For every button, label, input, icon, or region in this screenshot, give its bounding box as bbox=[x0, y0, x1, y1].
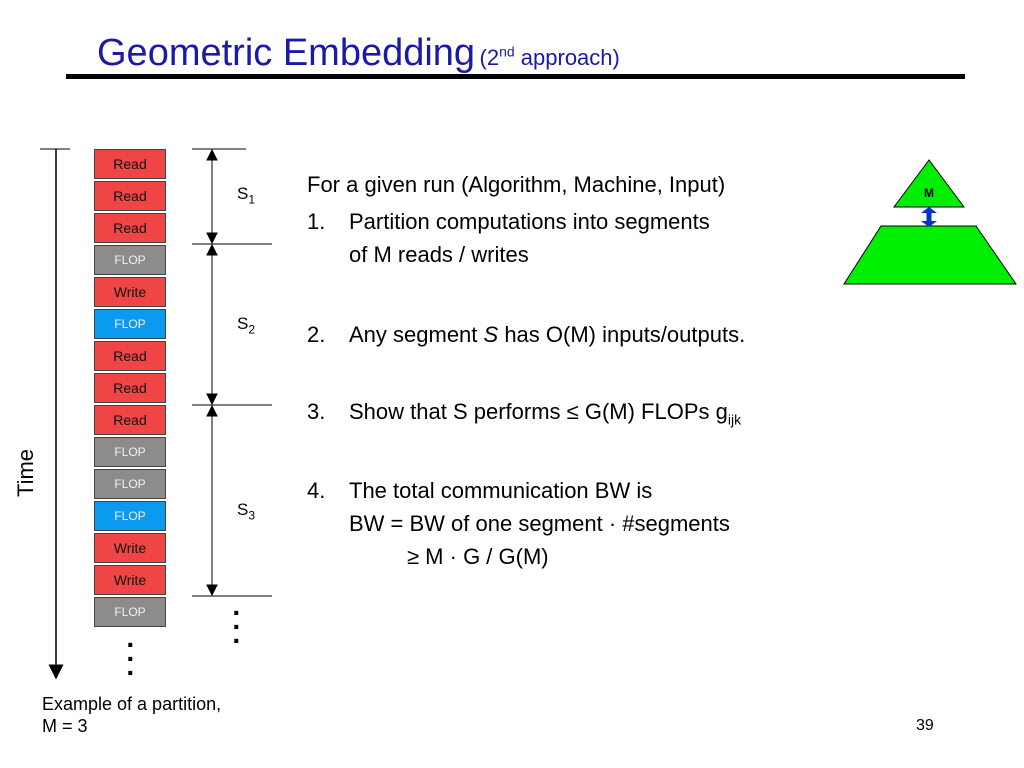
stack-op-write: Write bbox=[94, 533, 166, 563]
stack-op-read: Read bbox=[94, 405, 166, 435]
partition-caption: Example of a partition, M = 3 bbox=[42, 694, 222, 736]
stack-op-flop: FLOP bbox=[94, 597, 166, 627]
stack-op-flop: FLOP bbox=[94, 501, 166, 531]
stack-op-flop: FLOP bbox=[94, 469, 166, 499]
stack-op-read: Read bbox=[94, 341, 166, 371]
stack-op-flop: FLOP bbox=[94, 245, 166, 275]
pyramid-label-m: M bbox=[924, 186, 934, 200]
stack-op-read: Read bbox=[94, 373, 166, 403]
continuation-dots-stack: ··· bbox=[126, 629, 136, 688]
stack-op-read: Read bbox=[94, 149, 166, 179]
stack-op-read: Read bbox=[94, 181, 166, 211]
segment-label-s2: S2 bbox=[237, 314, 256, 337]
memory-pyramid-icon bbox=[843, 159, 1017, 285]
slide-title: Geometric Embedding (2nd approach) bbox=[97, 32, 620, 75]
stack-op-read: Read bbox=[94, 213, 166, 243]
segment-label-s1: S1 bbox=[237, 184, 256, 207]
intro-text: For a given run (Algorithm, Machine, Inp… bbox=[307, 172, 726, 197]
segment-label-s3: S3 bbox=[237, 500, 256, 523]
stack-op-write: Write bbox=[94, 277, 166, 307]
stack-op-write: Write bbox=[94, 565, 166, 595]
stack-op-flop: FLOP bbox=[94, 309, 166, 339]
page-number: 39 bbox=[916, 717, 934, 734]
title-sub: (2nd approach) bbox=[479, 43, 620, 70]
title-underline bbox=[66, 74, 965, 79]
stack-op-flop: FLOP bbox=[94, 437, 166, 467]
title-main: Geometric Embedding bbox=[97, 32, 476, 74]
time-axis-label: Time bbox=[13, 448, 38, 498]
continuation-dots-right: ··· bbox=[232, 597, 242, 656]
